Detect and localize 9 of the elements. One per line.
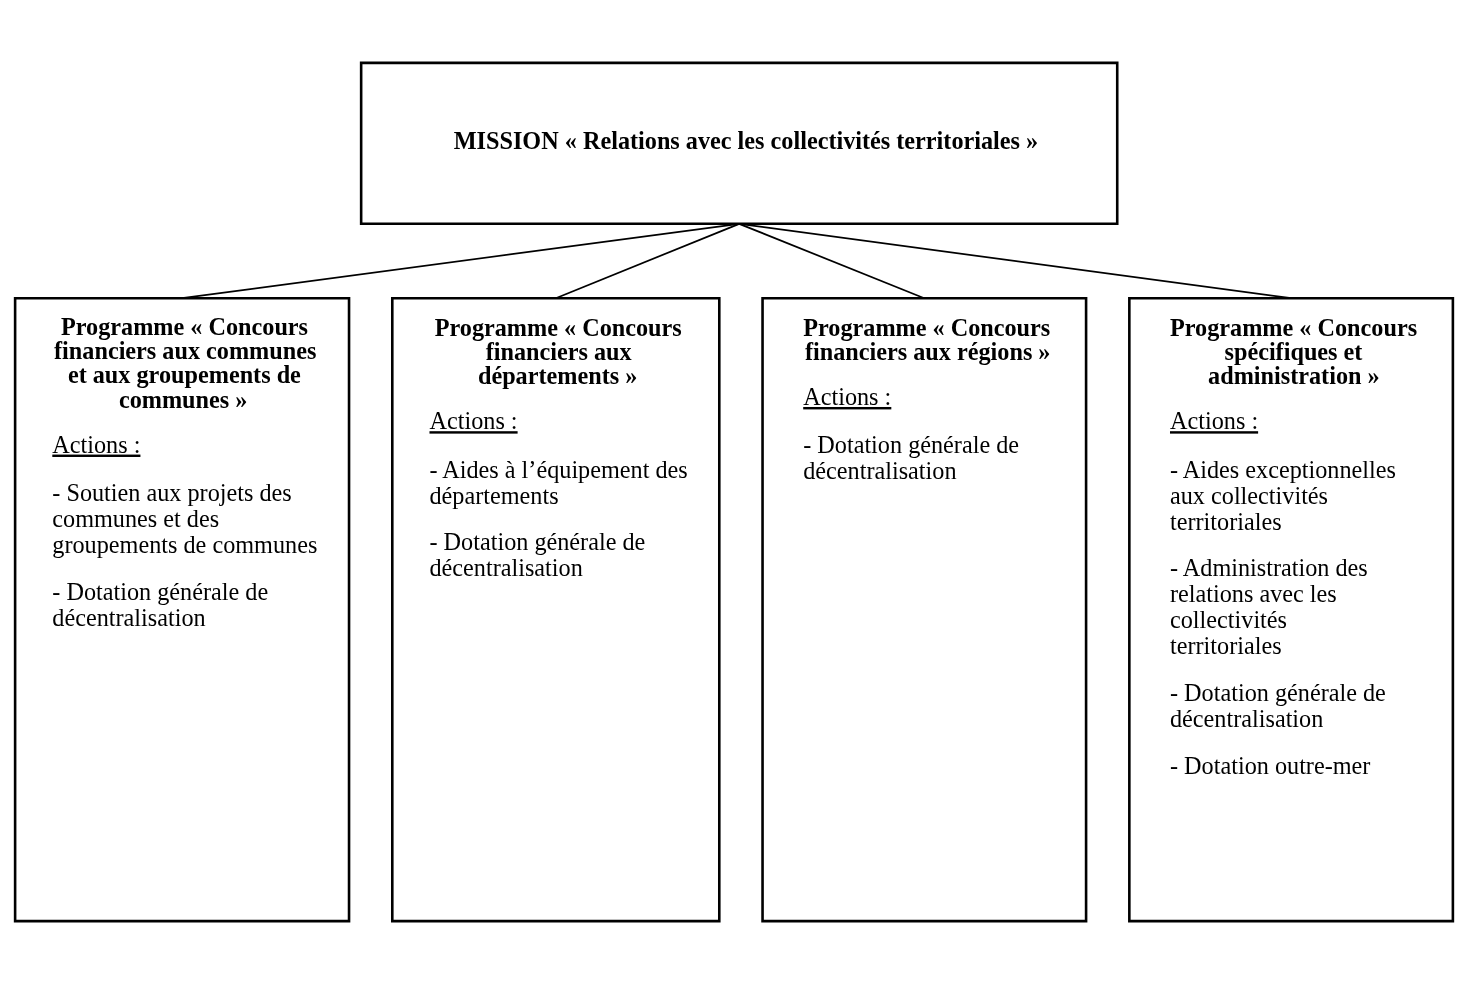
node-box: Programme « Concours spécifiques et administration » Actions : - Aides exceptionnelles aux collectivités territoriales - Administration des relations avec les collectivités territoriales - Dotation générale de décentralisation - Dotation outre-mer [1128, 296, 1455, 922]
node-box: Programme « Concours financiers aux communes et aux groupements de communes » Actions : - Soutien aux projets des communes et des groupements de communes - Dotation générale de décentralisation [13, 296, 351, 922]
connector [181, 222, 741, 299]
connector [554, 222, 741, 299]
connector [738, 222, 1292, 299]
connector [738, 222, 926, 299]
node-box: MISSION « Relations avec les collectivités territoriales » [359, 61, 1119, 225]
node-box: Programme « Concours financiers aux départements » Actions : - Aides à l’équipement des départements - Dotation générale de décentralisation [391, 296, 721, 922]
node-box: Programme « Concours financiers aux régions » Actions : - Dotation générale de décentralisation [761, 296, 1088, 922]
